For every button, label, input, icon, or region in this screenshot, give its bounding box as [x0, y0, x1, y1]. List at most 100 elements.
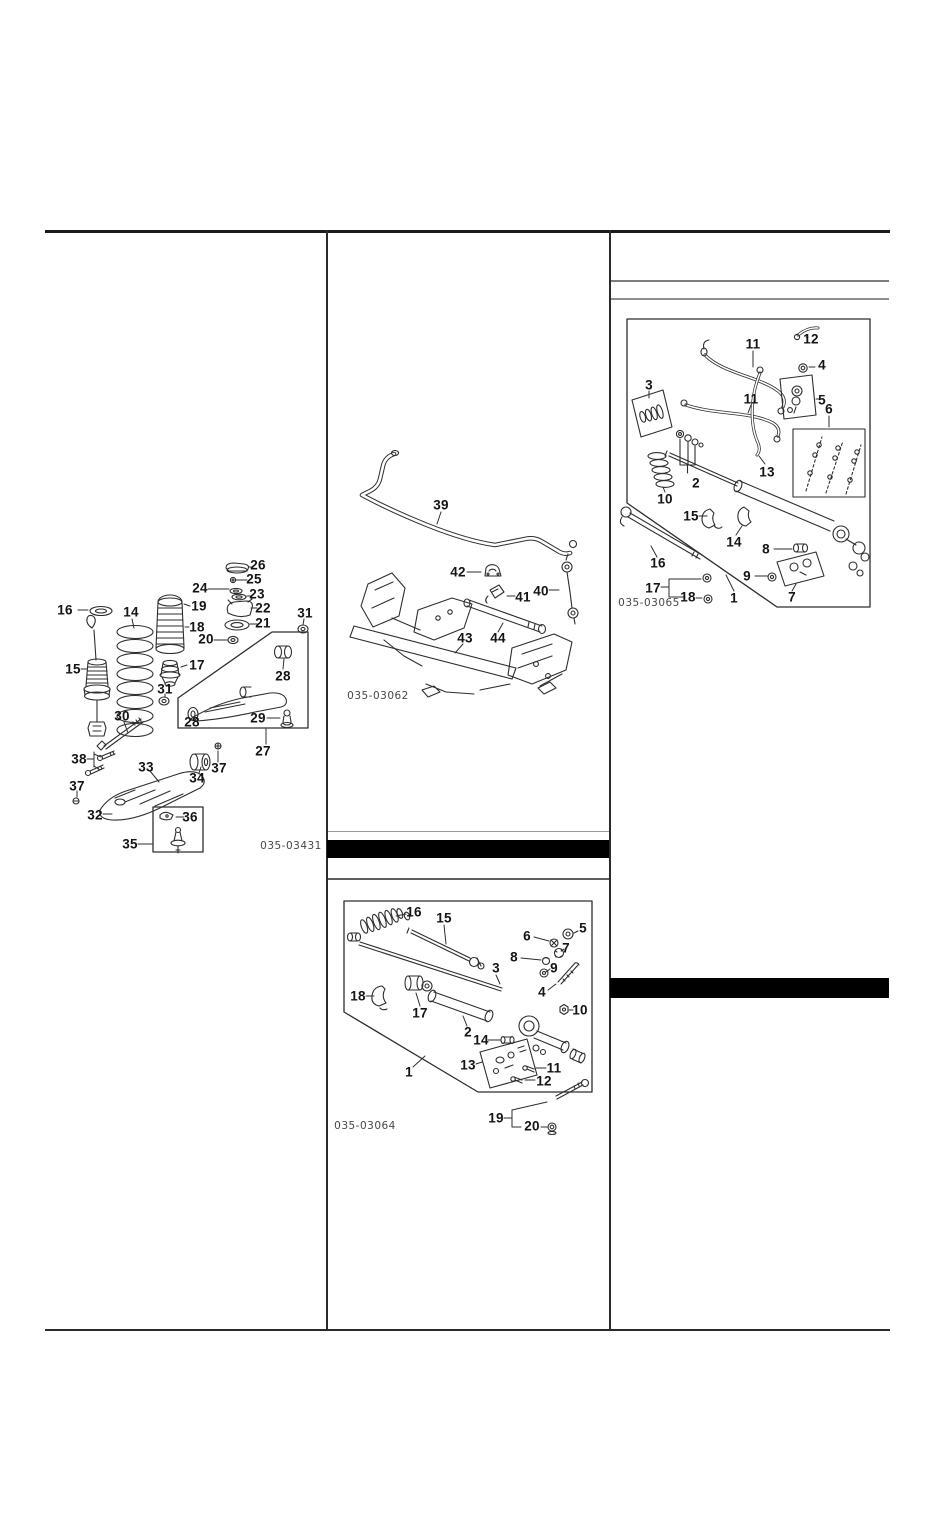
section-rule-top: [328, 831, 609, 832]
stabilizer-art: [349, 449, 579, 698]
part-number-label: 17: [645, 580, 661, 596]
leader-lines: [365, 913, 579, 1128]
part-number-label: 20: [198, 631, 214, 647]
tie-rod-end-drawing: [547, 1078, 590, 1136]
bound-stopper-drawing: [155, 594, 185, 687]
part-number-label: 13: [460, 1057, 476, 1073]
part-number-label: 9: [743, 568, 751, 584]
column-divider-left: [326, 230, 328, 1331]
part-number-label: 6: [523, 928, 531, 944]
part-number-label: 13: [759, 464, 775, 480]
spring-seat-drawing: [89, 605, 113, 617]
pinion-housing-drawing: [518, 1015, 586, 1064]
header-rule-1: [611, 280, 889, 282]
boot-drawing: [360, 908, 411, 934]
figure-code: 035-03064: [334, 1120, 396, 1132]
part-number-label: 25: [246, 571, 262, 587]
part-number-label: 43: [457, 630, 473, 646]
part-number-label: 14: [726, 534, 742, 550]
part-number-label: 31: [157, 681, 173, 697]
tension-rod-drawing: [463, 598, 547, 635]
part-number-label: 44: [490, 630, 506, 646]
part-number-label: 14: [123, 604, 139, 620]
part-number-label: 1: [730, 590, 738, 606]
figure-code: 035-03431: [260, 840, 322, 852]
valve-box-drawing: [779, 374, 817, 420]
part-number-label: 33: [138, 759, 154, 775]
part-number-label: 23: [249, 586, 265, 602]
part-number-label: 38: [71, 751, 87, 767]
washer-set-drawing: [675, 429, 704, 474]
part-number-label: 16: [406, 904, 422, 920]
rack-housing-drawing: [664, 450, 870, 577]
header-rule-2: [611, 298, 889, 300]
part-number-label: 10: [657, 491, 673, 507]
part-number-label: 15: [436, 910, 452, 926]
part-number-label: 41: [515, 589, 531, 605]
part-number-label: 3: [645, 377, 653, 393]
part-number-label: 4: [818, 357, 826, 373]
grommet-drawing: [158, 624, 309, 706]
seal-kit-box-drawing: [792, 428, 866, 498]
front-suspension-art: [72, 562, 309, 854]
small-parts-drawing: [539, 928, 574, 978]
figure-code: 035-03062: [347, 690, 409, 702]
part-number-label: 21: [255, 615, 271, 631]
part-number-label: 9: [550, 960, 558, 976]
part-number-label: 15: [683, 508, 699, 524]
tie-rod-drawing: [619, 506, 703, 560]
section-rule-bottom: [328, 878, 609, 880]
part-number-label: 17: [412, 1005, 428, 1021]
pressure-pipe-drawing: [750, 366, 764, 457]
bushing-drawing: [404, 975, 433, 992]
figure-code: 035-03065: [618, 597, 680, 609]
part-number-label: 37: [69, 778, 85, 794]
crossmember-drawing: [349, 572, 573, 698]
stabilizer-link-drawing: [561, 553, 579, 625]
bolt-drawing: [510, 1065, 535, 1084]
ball-joint-box-drawing: [152, 806, 204, 854]
part-number-label: 18: [350, 988, 366, 1004]
part-number-label: 42: [450, 564, 466, 580]
part-number-label: 31: [297, 605, 313, 621]
top-rule: [45, 230, 890, 233]
stabilizer-clamp-drawing: [484, 564, 502, 577]
strut-drawing: [83, 614, 111, 737]
upper-arm-box-drawing: [177, 631, 309, 729]
part-number-label: 20: [524, 1118, 540, 1134]
sleeve-drawing: [500, 1035, 515, 1045]
part-number-label: 16: [650, 555, 666, 571]
assembly-boundary: [343, 900, 593, 1093]
nut-drawing: [798, 363, 808, 373]
redaction-bar-middle: [327, 840, 609, 858]
rod-end-parts-drawing: [702, 573, 713, 604]
lower-arm-drawing: [72, 742, 222, 821]
small-parts-drawing: [767, 543, 825, 587]
column-divider-right: [609, 230, 611, 1331]
part-number-label: 12: [536, 1073, 552, 1089]
part-number-label: 4: [538, 984, 546, 1000]
part-number-label: 19: [488, 1110, 504, 1126]
spring-drawing: [647, 452, 675, 488]
part-number-label: 7: [562, 940, 570, 956]
part-number-label: 3: [492, 960, 500, 976]
part-number-label: 10: [572, 1002, 588, 1018]
part-number-label: 7: [788, 589, 796, 605]
part-number-label: 8: [510, 949, 518, 965]
leader-lines: [436, 511, 560, 654]
part-number-label: 22: [255, 600, 271, 616]
part-number-label: 15: [65, 661, 81, 677]
clamp-drawing: [701, 506, 752, 529]
part-number-label: 18: [680, 589, 696, 605]
bottom-rule: [45, 1329, 890, 1331]
mount-parts-drawing: [224, 562, 253, 645]
part-number-label: 24: [192, 580, 208, 596]
part-number-label: 5: [818, 392, 826, 408]
part-number-label: 30: [114, 708, 130, 724]
part-number-label: 11: [745, 336, 761, 352]
part-number-label: 2: [692, 475, 700, 491]
